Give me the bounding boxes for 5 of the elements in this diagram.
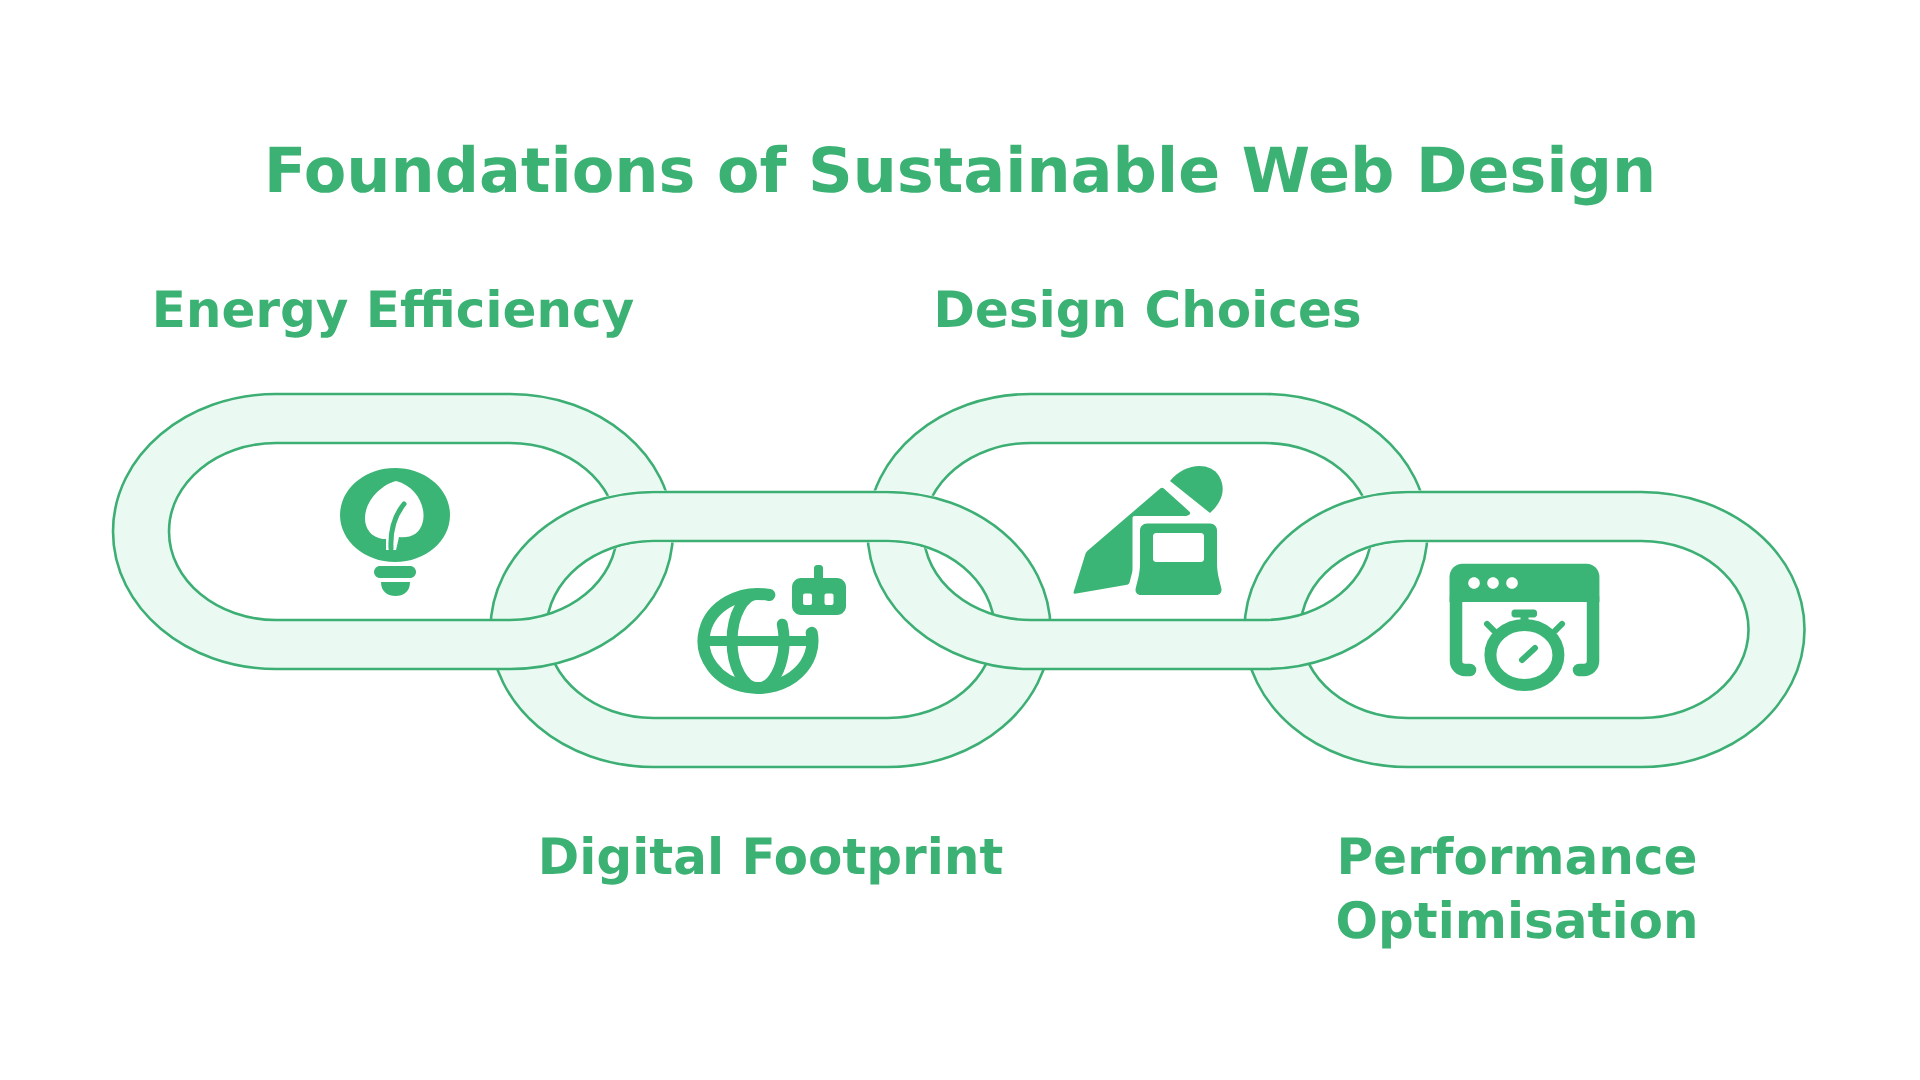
link-label: Design Choices [938, 289, 1360, 338]
title: Foundations of Sustainable Web Design [269, 144, 1652, 206]
link-label: Digital Footprint [542, 836, 1003, 885]
link-label: Performance Optimisation [1337, 836, 1696, 949]
link-label: Energy Efficiency [156, 289, 634, 338]
